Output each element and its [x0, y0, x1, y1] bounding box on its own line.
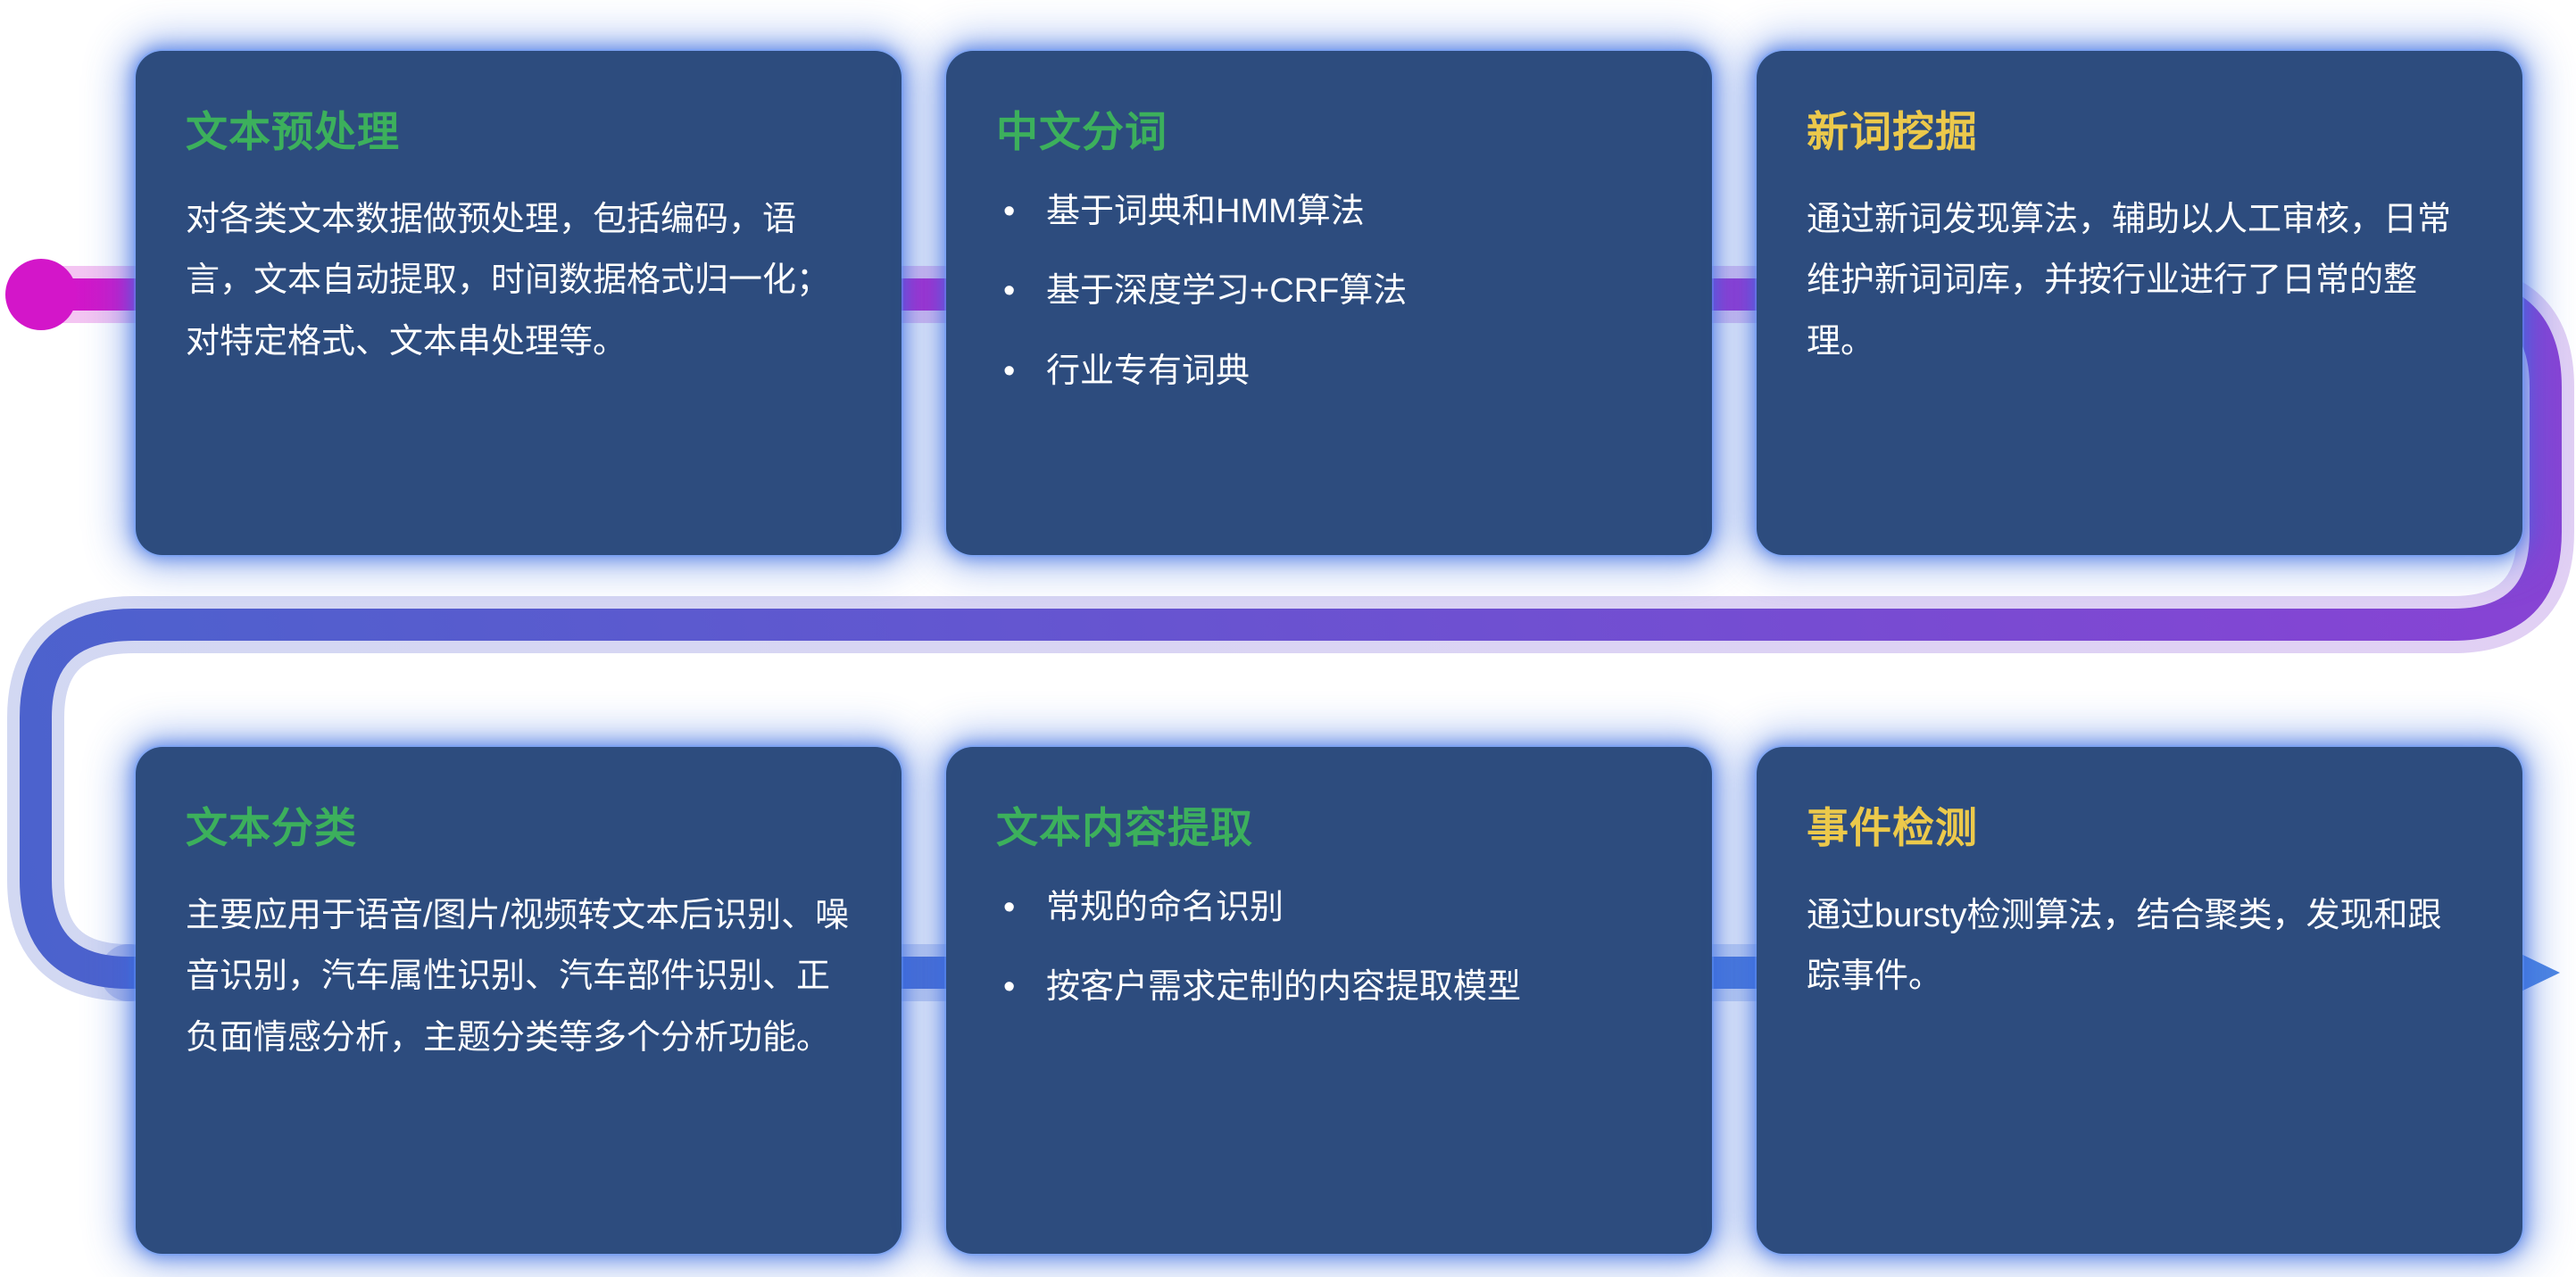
- card-title: 事件检测: [1807, 804, 1978, 851]
- card-body: 通过bursty检测算法，结合聚类，发现和跟踪事件。: [1807, 897, 2442, 996]
- bullet-item: 按客户需求定制的内容提取模型: [996, 965, 1662, 1011]
- card-title: 新词挖掘: [1807, 108, 1978, 155]
- card-body: 通过新词发现算法，辅助以人工审核，日常维护新词词库，并按行业进行了日常的整理。: [1807, 201, 2452, 361]
- card-bullet-list: 常规的命名识别 按客户需求定制的内容提取模型: [996, 885, 1662, 1011]
- bullet-item: 行业专有词典: [996, 349, 1662, 395]
- card-event-detection: 事件检测 通过bursty检测算法，结合聚类，发现和跟踪事件。: [1757, 747, 2522, 1254]
- card-chinese-word-segmentation: 中文分词 基于词典和HMM算法 基于深度学习+CRF算法 行业专有词典: [946, 51, 1712, 555]
- flow-start-dot: [5, 259, 77, 330]
- card-new-word-mining: 新词挖掘 通过新词发现算法，辅助以人工审核，日常维护新词词库，并按行业进行了日常…: [1757, 51, 2522, 555]
- bullet-item: 常规的命名识别: [996, 885, 1662, 932]
- card-title: 中文分词: [996, 108, 1168, 155]
- card-body: 主要应用于语音/图片/视频转文本后识别、噪音识别，汽车属性识别、汽车部件识别、正…: [186, 897, 850, 1057]
- card-bullet-list: 基于词典和HMM算法 基于深度学习+CRF算法 行业专有词典: [996, 189, 1662, 394]
- card-title: 文本分类: [186, 804, 357, 851]
- card-text-content-extraction: 文本内容提取 常规的命名识别 按客户需求定制的内容提取模型: [946, 747, 1712, 1254]
- card-text-preprocessing: 文本预处理 对各类文本数据做预处理，包括编码，语言，文本自动提取，时间数据格式归…: [136, 51, 902, 555]
- card-title: 文本内容提取: [996, 804, 1253, 851]
- card-title: 文本预处理: [186, 108, 400, 155]
- bullet-item: 基于词典和HMM算法: [996, 189, 1662, 236]
- card-body: 对各类文本数据做预处理，包括编码，语言，文本自动提取，时间数据格式归一化；对特定…: [186, 201, 831, 361]
- bullet-item: 基于深度学习+CRF算法: [996, 269, 1662, 315]
- card-text-classification: 文本分类 主要应用于语音/图片/视频转文本后识别、噪音识别，汽车属性识别、汽车部…: [136, 747, 902, 1254]
- flow-segment-middle: [20, 278, 2562, 989]
